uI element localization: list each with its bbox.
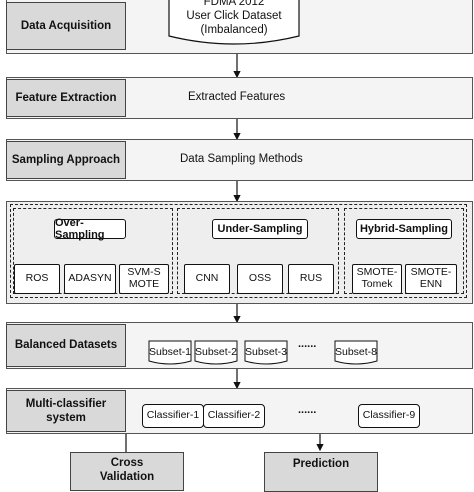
subsets-ellipsis: ...... bbox=[298, 338, 317, 350]
method-smote-tomek-label: SMOTE-Tomek bbox=[356, 266, 398, 290]
classifier-2: Classifier-2 bbox=[203, 404, 265, 428]
subset-2-cylinder: Subset-2 bbox=[194, 340, 238, 366]
cross-validation-box: Cross Validation bbox=[70, 452, 184, 491]
data-acquisition-label: Data Acquisition bbox=[6, 2, 126, 50]
subset-8-cylinder: Subset-8 bbox=[334, 340, 378, 366]
hybrid-sampling-group bbox=[344, 208, 464, 294]
prediction-label: Prediction bbox=[292, 458, 350, 470]
sampling-approach-label: Sampling Approach bbox=[6, 141, 126, 179]
method-smote-enn-label: SMOTE-ENN bbox=[410, 266, 452, 290]
method-adasyn: ADASYN bbox=[64, 264, 116, 294]
sampling-methods-outer-frame bbox=[10, 204, 467, 298]
hybrid-sampling-title: Hybrid-Sampling bbox=[356, 219, 452, 239]
subset-3-label: Subset-3 bbox=[244, 346, 288, 358]
method-rus: RUS bbox=[288, 264, 334, 294]
balanced-datasets-label: Balanced Datasets bbox=[6, 324, 126, 367]
feature-extraction-label: Feature Extraction bbox=[6, 79, 126, 117]
multi-classifier-label: Multi-classifier system bbox=[6, 390, 126, 432]
method-svm-smote: SVM-SMOTE bbox=[119, 264, 169, 294]
method-smote-tomek: SMOTE-Tomek bbox=[352, 264, 402, 294]
method-svm-smote-label: SVM-SMOTE bbox=[127, 266, 161, 290]
classifier-9: Classifier-9 bbox=[358, 404, 420, 428]
under-sampling-title: Under-Sampling bbox=[212, 219, 308, 239]
method-oss: OSS bbox=[237, 264, 283, 294]
method-smote-enn: SMOTE-ENN bbox=[405, 264, 457, 294]
dataset-line-1: FDMA 2012 bbox=[203, 0, 265, 8]
subset-1-label: Subset-1 bbox=[148, 346, 192, 358]
subset-1-cylinder: Subset-1 bbox=[148, 340, 192, 366]
classifiers-ellipsis: ...... bbox=[298, 404, 317, 416]
sampling-methods-text: Data Sampling Methods bbox=[180, 153, 303, 165]
classifier-1: Classifier-1 bbox=[142, 404, 204, 428]
dataset-line-3: (Imbalanced) bbox=[200, 24, 268, 36]
subset-8-label: Subset-8 bbox=[334, 346, 378, 358]
subset-3-cylinder: Subset-3 bbox=[244, 340, 288, 366]
method-cnn: CNN bbox=[184, 264, 230, 294]
over-sampling-title: Over-Sampling bbox=[54, 217, 126, 241]
subset-2-label: Subset-2 bbox=[194, 346, 238, 358]
extracted-features-text: Extracted Features bbox=[188, 91, 286, 103]
dataset-cylinder: FDMA 2012 User Click Dataset (Imbalanced… bbox=[168, 0, 300, 48]
method-ros: ROS bbox=[14, 264, 60, 294]
dataset-line-2: User Click Dataset bbox=[186, 10, 282, 22]
prediction-box: Prediction bbox=[264, 452, 378, 492]
cross-validation-label: Cross Validation bbox=[99, 457, 155, 484]
